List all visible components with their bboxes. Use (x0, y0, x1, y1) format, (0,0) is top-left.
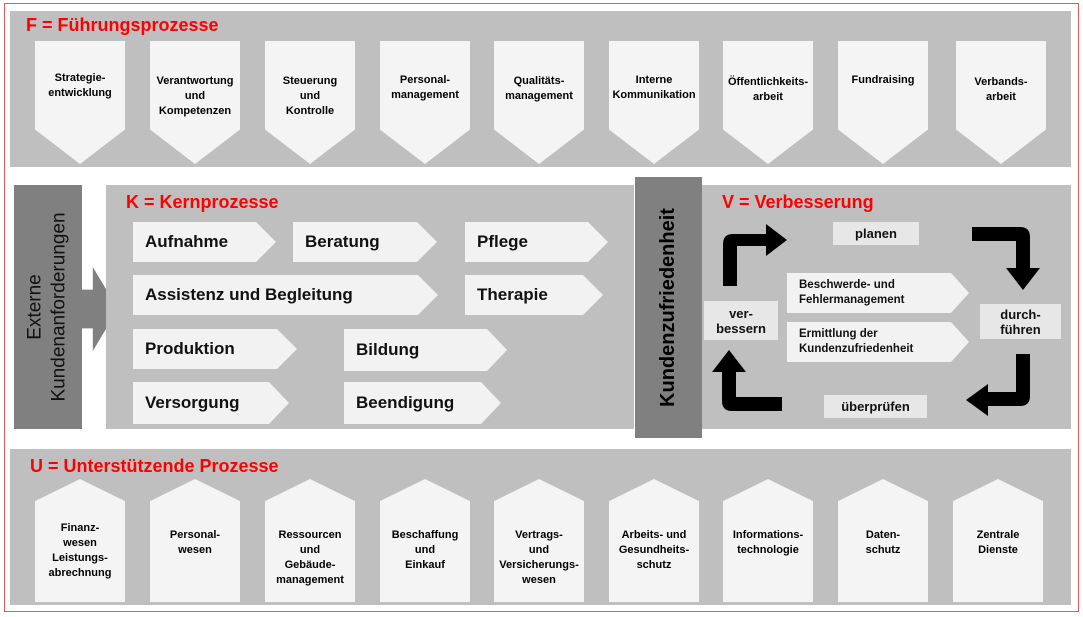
kern-item-pflege: Pflege (465, 222, 608, 262)
step-ueberpruefen: überprüfen (824, 395, 927, 418)
unterstuetzung-item: Zentrale Dienste (953, 479, 1043, 602)
step-durchfuehren: durch- führen (980, 304, 1061, 339)
kern-item-beratung: Beratung (293, 222, 437, 262)
kern-item-versorgung: Versorgung (133, 382, 289, 424)
kern-item-bildung: Bildung (344, 329, 507, 371)
verbesserung-title: V = Verbesserung (722, 192, 874, 212)
unterstuetzung-item: Beschaffung und Einkauf (380, 479, 470, 602)
kern-title: K = Kernprozesse (126, 192, 279, 212)
fuehrung-title: F = Führungsprozesse (26, 15, 219, 35)
kern-item-produktion: Produktion (133, 329, 297, 369)
zufriedenheit-bar: Kundenzufriedenheit (635, 177, 702, 438)
extern-bar: Externe Kundenanforderungen (14, 185, 82, 429)
extern-label: Externe Kundenanforderungen (25, 212, 71, 402)
ermittlung-item: Ermittlung der Kundenzufriedenheit (787, 322, 969, 362)
unterstuetzung-item: Vertrags- und Versicherungs- wesen (494, 479, 584, 602)
kern-item-beendigung: Beendigung (344, 382, 501, 424)
zufriedenheit-label: Kundenzufriedenheit (657, 208, 680, 407)
kern-item-therapie: Therapie (465, 275, 603, 315)
step-planen: planen (833, 222, 919, 245)
unterstuetzung-title: U = Unterstützende Prozesse (30, 456, 279, 476)
kern-item-assistenz: Assistenz und Begleitung (133, 275, 438, 315)
unterstuetzung-item: Daten- schutz (838, 479, 928, 602)
step-verbessern: ver- bessern (704, 301, 778, 340)
unterstuetzung-item: Arbeits- und Gesundheits- schutz (609, 479, 699, 602)
unterstuetzung-item: Informations- technologie (723, 479, 813, 602)
unterstuetzung-item: Finanz- wesen Leistungs- abrechnung (35, 479, 125, 602)
unterstuetzung-item: Personal- wesen (150, 479, 240, 602)
beschwerde-item: Beschwerde- und Fehlermanagement (787, 273, 969, 313)
outer-frame (4, 3, 1079, 612)
unterstuetzung-item: Ressourcen und Gebäude- management (265, 479, 355, 602)
kern-item-aufnahme: Aufnahme (133, 222, 276, 262)
